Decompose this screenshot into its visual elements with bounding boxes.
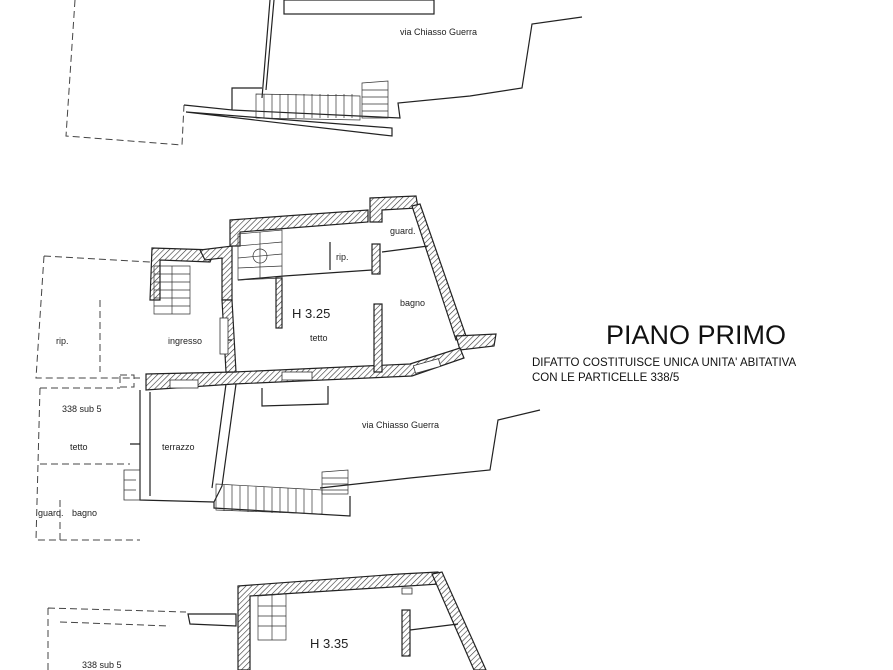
bottom-label-height: H 3.35 xyxy=(310,636,348,651)
top-floor-plan: via Chiasso Guerra xyxy=(65,0,583,146)
middle-stair-spiral xyxy=(237,229,283,281)
label-rip-top: rip. xyxy=(336,252,349,262)
top-street-outline xyxy=(183,0,583,137)
top-street-label: via Chiasso Guerra xyxy=(400,27,477,37)
bottom-dashed-boundary xyxy=(47,607,187,670)
wall-west-jamb xyxy=(199,245,233,301)
wall-east-return xyxy=(455,333,497,351)
plan-note-line1: DIFATTO COSTITUISCE UNICA UNITA' ABITATI… xyxy=(532,357,796,369)
label-tetto: tetto xyxy=(310,333,328,343)
label-height: H 3.25 xyxy=(292,306,330,321)
bottom-wall-east xyxy=(431,571,487,670)
middle-stair-street xyxy=(215,469,349,515)
label-tetto-left: tetto xyxy=(70,442,88,452)
windows xyxy=(169,317,442,389)
label-bagno-small: bagno xyxy=(72,508,97,518)
label-rip-left: rip. xyxy=(56,336,69,346)
interior-partitions xyxy=(226,242,429,341)
bottom-wall-stub xyxy=(401,609,411,657)
bottom-stair xyxy=(257,593,287,641)
label-bagno: bagno xyxy=(400,298,425,308)
label-guard: guard. xyxy=(390,226,416,236)
sub5-dashed-box xyxy=(119,374,135,388)
bottom-wall-north xyxy=(237,571,441,670)
plan-title: PIANO PRIMO xyxy=(606,320,786,350)
bottom-label-sub5: 338 sub 5 xyxy=(82,660,122,670)
label-street: via Chiasso Guerra xyxy=(362,420,439,430)
wall-stub-1 xyxy=(371,243,381,275)
top-building-edge xyxy=(283,0,435,15)
middle-stair-west xyxy=(153,265,191,315)
top-stair xyxy=(255,80,389,121)
bottom-partition xyxy=(409,623,459,631)
middle-street-outline xyxy=(211,383,541,517)
plan-note-line2: CON LE PARTICELLE 338/5 xyxy=(532,372,679,384)
wall-stub-2 xyxy=(373,303,383,373)
sub5-dashed-boundary xyxy=(35,255,151,541)
bottom-floor-plan: H 3.35 338 sub 5 xyxy=(47,571,487,670)
label-ingresso: ingresso xyxy=(168,336,202,346)
wall-north-east xyxy=(369,195,419,223)
label-terrazzo: terrazzo xyxy=(162,442,195,452)
middle-floor-plan: rip. ingresso H 3.25 tetto rip. guard. b… xyxy=(35,195,541,541)
wall-north xyxy=(229,209,369,247)
sub5-connector xyxy=(123,469,141,501)
label-guard-small: guard. xyxy=(38,508,64,518)
label-sub5: 338 sub 5 xyxy=(62,404,102,414)
bottom-small-box xyxy=(401,587,413,595)
bottom-outline xyxy=(187,613,237,627)
wall-east xyxy=(411,203,467,341)
wall-stub-3 xyxy=(275,277,283,329)
top-dashed-boundary xyxy=(65,0,185,146)
